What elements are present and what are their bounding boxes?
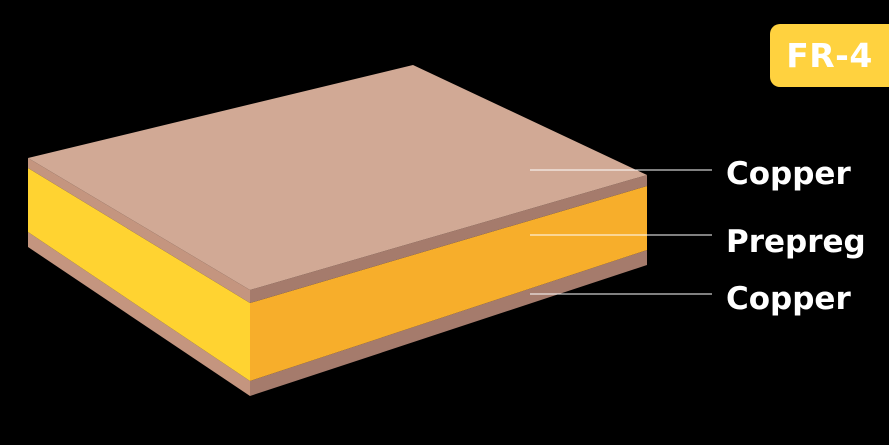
layer-label-top-copper: Copper — [726, 156, 851, 192]
bottom-copper-left-side — [28, 232, 250, 396]
top-copper-face — [28, 65, 647, 290]
layer-label-prepreg: Prepreg — [726, 224, 866, 260]
top-copper-left-side — [28, 158, 250, 303]
material-badge: FR-4 — [770, 24, 889, 87]
bottom-copper-front-side — [250, 250, 647, 396]
layer-label-bottom-copper: Copper — [726, 281, 851, 317]
prepreg-left-side — [28, 168, 250, 381]
top-copper-front-side — [250, 175, 647, 303]
material-badge-text: FR-4 — [786, 36, 873, 75]
